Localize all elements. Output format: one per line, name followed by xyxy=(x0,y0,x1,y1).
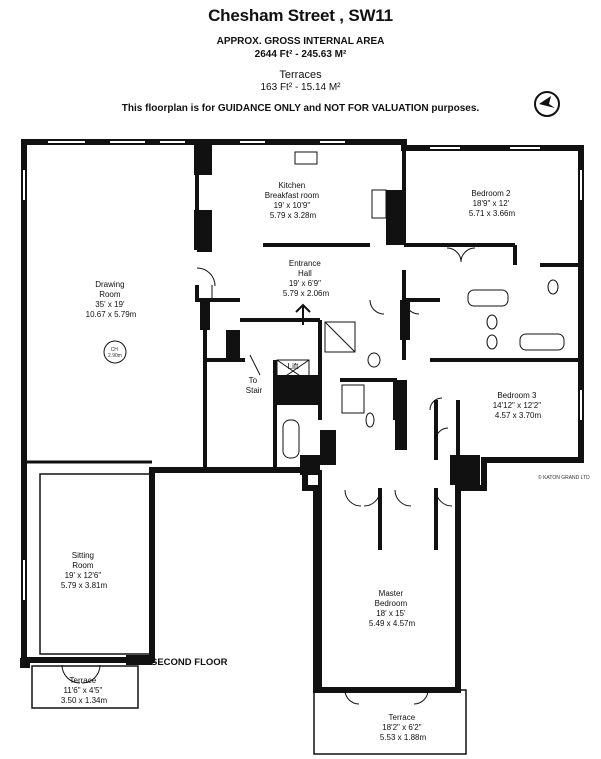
entrance-arrow-icon xyxy=(295,303,311,325)
area-value: 2644 Ft² - 245.63 M² xyxy=(254,49,347,60)
ch-label: CH 2.90m xyxy=(108,347,122,359)
terrace-areas xyxy=(31,473,467,755)
windows xyxy=(23,141,582,600)
wall-blocks xyxy=(20,145,480,668)
toilet-icon-3 xyxy=(547,279,559,295)
kitchen-label: Kitchen Breakfast room 19' x 10'9" 5.79 … xyxy=(265,181,321,220)
bedroom2-label: Bedroom 2 18'9" x 12' 5.71 x 3.66m xyxy=(469,189,516,218)
copyright: © KATON GRAND LTD xyxy=(538,474,590,481)
toilet-icon xyxy=(486,314,498,330)
basin-icon xyxy=(365,412,375,428)
terraces-label: Terraces xyxy=(279,69,322,81)
room-labels: Kitchen Breakfast room 19' x 10'9" 5.79 … xyxy=(61,181,590,742)
shower-icon-2 xyxy=(324,321,356,353)
disclaimer: This floorplan is for GUIDANCE ONLY and … xyxy=(121,103,480,114)
toilet-icon-2 xyxy=(486,334,498,350)
terrace1-label: Terrace 11'6" x 4'5" 3.50 x 1.34m xyxy=(61,676,108,705)
sitting-room-label: Sitting Room 19' x 12'6" 5.79 x 3.81m xyxy=(61,551,108,590)
floor-label: SECOND FLOOR xyxy=(151,657,228,668)
entrance-hall-label: Entrance Hall 19' x 6'9" 5.79 x 2.06m xyxy=(283,259,330,298)
hob-icon xyxy=(371,189,387,219)
page-title: Chesham Street , SW11 xyxy=(208,6,393,25)
sink-icon xyxy=(294,151,318,165)
bathtub-icon-2 xyxy=(519,333,565,351)
area-label: APPROX. GROSS INTERNAL AREA xyxy=(216,36,385,47)
bedroom3-label: Bedroom 3 14'12" x 12'2" 4.57 x 3.70m xyxy=(493,391,544,420)
ch-marker xyxy=(103,340,127,364)
to-stair-label: To Stair xyxy=(246,376,263,395)
lift-label: Lift xyxy=(288,362,299,371)
master-bedroom-label: Master Bedroom 18' x 15' 5.49 x 4.57m xyxy=(369,589,416,628)
shower-icon xyxy=(341,384,365,414)
lift-shaft xyxy=(276,359,310,383)
toilet-icon-4 xyxy=(367,352,381,368)
inner-walls xyxy=(24,145,581,690)
compass-icon xyxy=(534,91,560,117)
drawing-room-label: Drawing Room 35' x 19' 10.67 x 5.79m xyxy=(86,280,137,319)
terraces-value: 163 Ft² - 15.14 M² xyxy=(260,82,341,93)
fixtures xyxy=(103,151,565,459)
bathtub-icon xyxy=(467,289,509,307)
terrace2-label: Terrace 18'2" x 6'2" 5.53 x 1.88m xyxy=(380,713,427,742)
doors xyxy=(61,247,476,705)
bathtub-icon-3 xyxy=(282,419,300,459)
